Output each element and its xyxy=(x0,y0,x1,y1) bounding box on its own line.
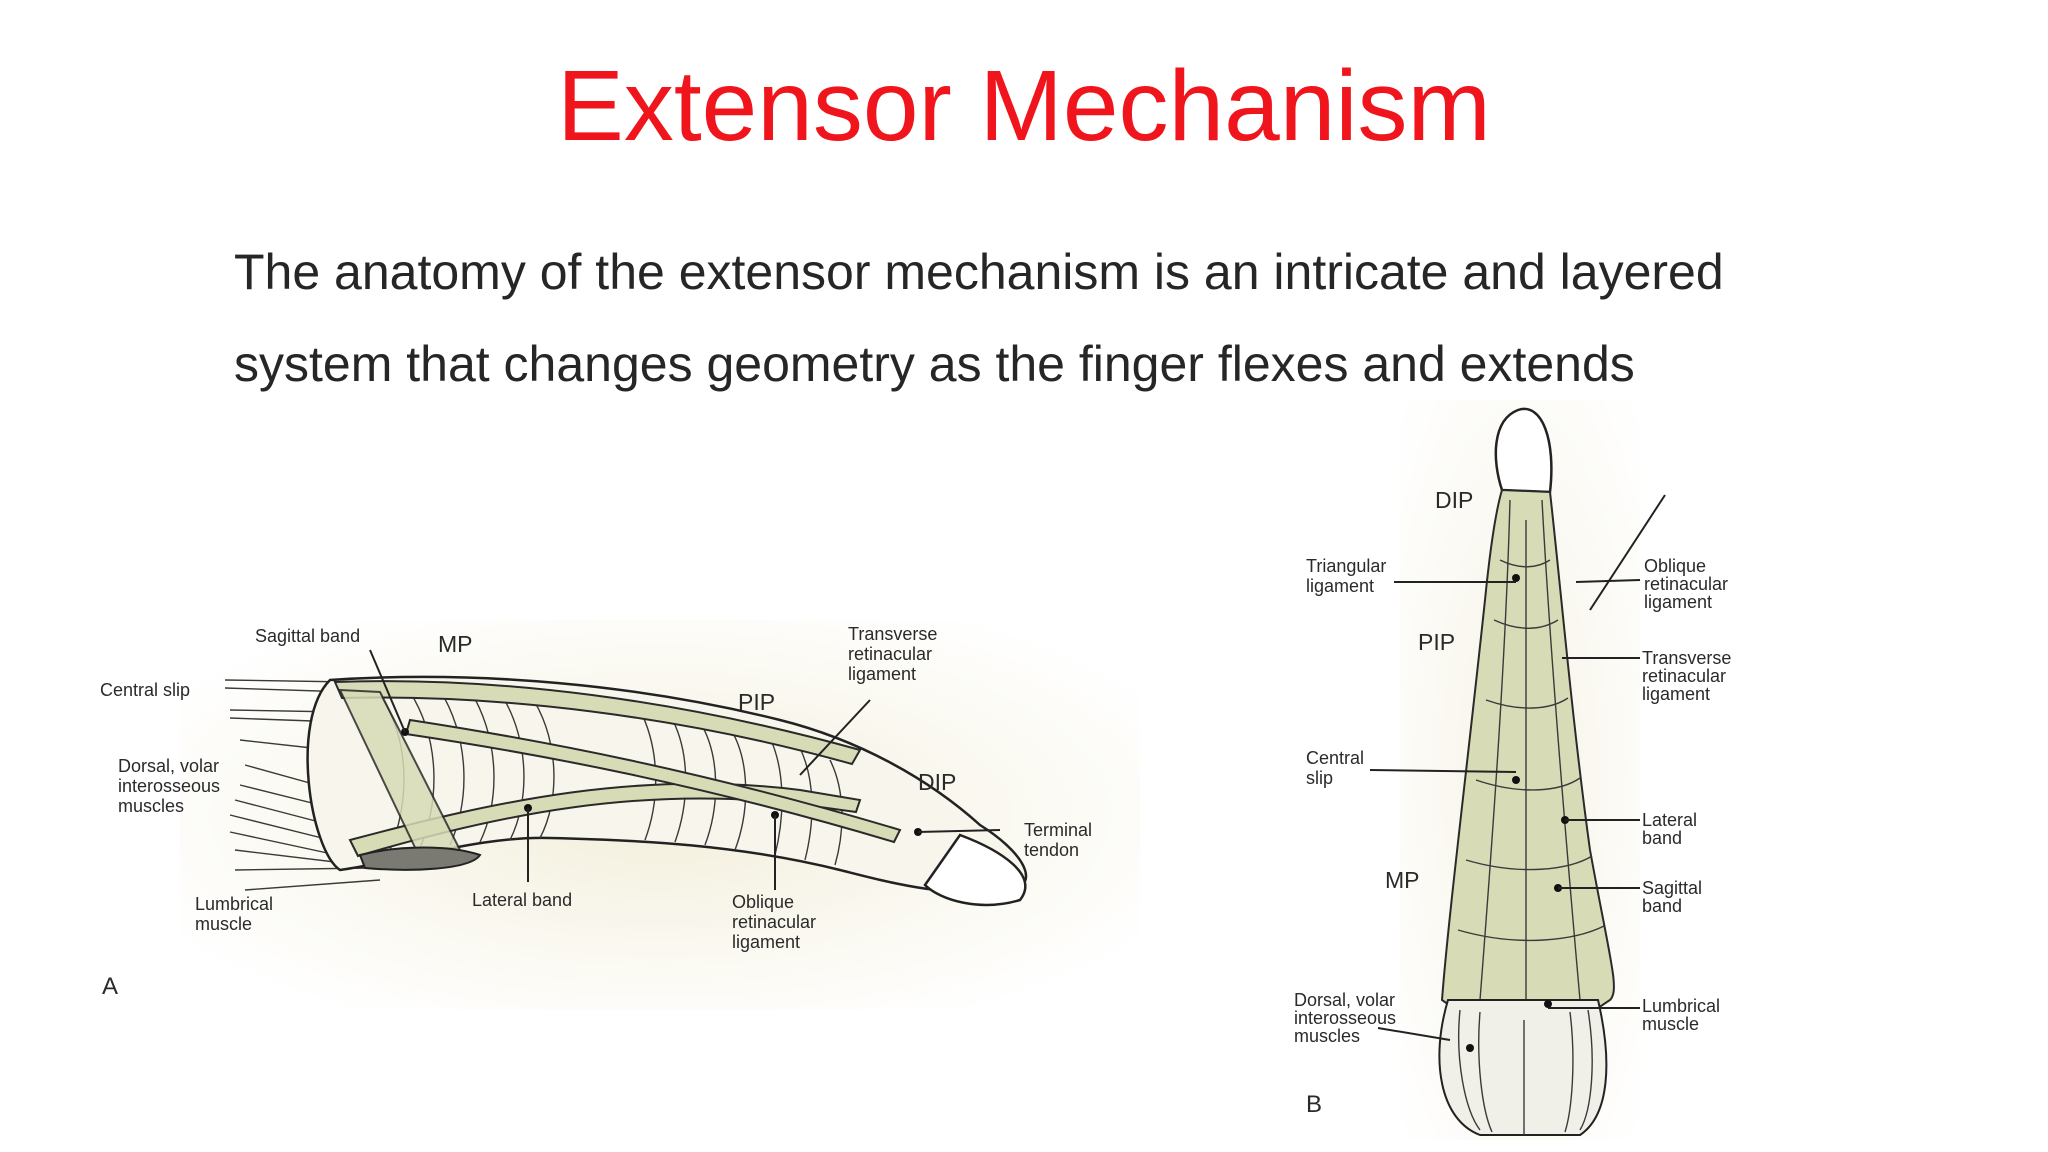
figure-a-label-oblique-3: ligament xyxy=(732,932,800,952)
figure-b-label-triangular-2: ligament xyxy=(1306,576,1374,596)
figure-a-leader-terminal xyxy=(917,829,1001,833)
figure-b-joint-dip: DIP xyxy=(1435,487,1473,513)
figure-a-fingertip xyxy=(923,833,1027,907)
figure-b-dorsal-view: DIP PIP MP Triangular ligament Central s… xyxy=(1294,400,1731,1140)
figure-a-label-dorsal-volar-1: Dorsal, volar xyxy=(118,756,219,776)
figure-b-label-lateral-1: Lateral xyxy=(1642,810,1697,830)
figure-b-fingertip xyxy=(1494,407,1553,494)
figure-b-leader-oblique xyxy=(1575,579,1641,583)
figure-b-muscles xyxy=(1438,999,1608,1136)
figure-b-label-lateral-2: band xyxy=(1642,828,1682,848)
figure-b-label-sagittal-2: band xyxy=(1642,896,1682,916)
figure-a-joint-dip: DIP xyxy=(918,769,956,795)
figure-a-lateral-view: Central slip Sagittal band MP PIP DIP Do… xyxy=(100,620,1140,1010)
figure-b-label-central-slip-1: Central xyxy=(1306,748,1364,768)
figure-b-label-oblique-2: retinacular xyxy=(1644,574,1728,594)
figure-a-label-dorsal-volar-2: interosseous xyxy=(118,776,220,796)
figure-a-label-sagittal-band: Sagittal band xyxy=(255,626,360,646)
figure-b-leader-central-slip xyxy=(1369,769,1517,773)
figure-a-label-oblique-2: retinacular xyxy=(732,912,816,932)
figure-a-label-lumbrical-2: muscle xyxy=(195,914,252,934)
figure-b-fibers xyxy=(1457,499,1605,1012)
figure-b-label-dorsal-volar-1: Dorsal, volar xyxy=(1294,990,1395,1010)
figure-b-dot-dorsal xyxy=(1466,1044,1474,1052)
figure-a-leader-transverse xyxy=(799,699,871,776)
figure-b-label-sagittal-1: Sagittal xyxy=(1642,878,1702,898)
figure-b-muscle-lines xyxy=(1458,1009,1593,1135)
figure-b-label-triangular-1: Triangular xyxy=(1306,556,1386,576)
body-line-2: system that changes geometry as the fing… xyxy=(234,336,1635,392)
figure-a-lumbrical-muscle xyxy=(358,846,482,871)
figure-b-label-central-slip-2: slip xyxy=(1306,768,1333,788)
figure-b-label-oblique-1: Oblique xyxy=(1644,556,1706,576)
figure-b-leader-dorsal xyxy=(1377,1027,1451,1041)
slide-title: Extensor Mechanism xyxy=(557,50,1491,162)
figure-a-lateral-band xyxy=(348,782,862,858)
figure-b-dot-triangular xyxy=(1512,574,1520,582)
body-line-1: The anatomy of the extensor mechanism is… xyxy=(234,244,1724,300)
figure-a-label-terminal-1: Terminal xyxy=(1024,820,1092,840)
figure-a-panel-label: A xyxy=(102,973,118,1000)
figure-a-joint-mp: MP xyxy=(438,631,473,657)
figure-b-panel-label: B xyxy=(1306,1091,1322,1118)
figure-b-label-lumbrical-1: Lumbrical xyxy=(1642,996,1720,1016)
figure-a-label-terminal-2: tendon xyxy=(1024,840,1079,860)
figure-b-label-transverse-3: ligament xyxy=(1642,684,1710,704)
figure-b-label-lumbrical-2: muscle xyxy=(1642,1014,1699,1034)
figure-a-oblique-band xyxy=(404,718,902,844)
figure-a-label-lumbrical-1: Lumbrical xyxy=(195,894,273,914)
figure-a-label-oblique-1: Oblique xyxy=(732,892,794,912)
figure-b-label-transverse-1: Transverse xyxy=(1642,648,1731,668)
figure-a-joint-pip: PIP xyxy=(738,689,775,715)
figure-b-retractor-needle xyxy=(1589,494,1666,611)
figure-b-dot-central-slip xyxy=(1512,776,1520,784)
figure-b-label-dorsal-volar-3: muscles xyxy=(1294,1026,1360,1046)
figure-b-dot-lumbrical xyxy=(1544,1000,1552,1008)
figure-b-label-dorsal-volar-2: interosseous xyxy=(1294,1008,1396,1028)
figure-b-label-transverse-2: retinacular xyxy=(1642,666,1726,686)
figure-b-label-oblique-3: ligament xyxy=(1644,592,1712,612)
figure-a-label-dorsal-volar-3: muscles xyxy=(118,796,184,816)
figure-a-leader-sagittal xyxy=(369,649,406,733)
figure-a-label-central-slip: Central slip xyxy=(100,680,190,700)
slide-body-text: The anatomy of the extensor mechanism is… xyxy=(234,226,1874,410)
figure-a-label-transverse-3: ligament xyxy=(848,664,916,684)
figure-a-label-transverse-2: retinacular xyxy=(848,644,932,664)
figure-b-joint-pip: PIP xyxy=(1418,629,1455,655)
figure-b-joint-mp: MP xyxy=(1385,867,1420,893)
figure-a-label-lateral-band: Lateral band xyxy=(472,890,572,910)
figure-a-label-transverse-1: Transverse xyxy=(848,624,937,644)
